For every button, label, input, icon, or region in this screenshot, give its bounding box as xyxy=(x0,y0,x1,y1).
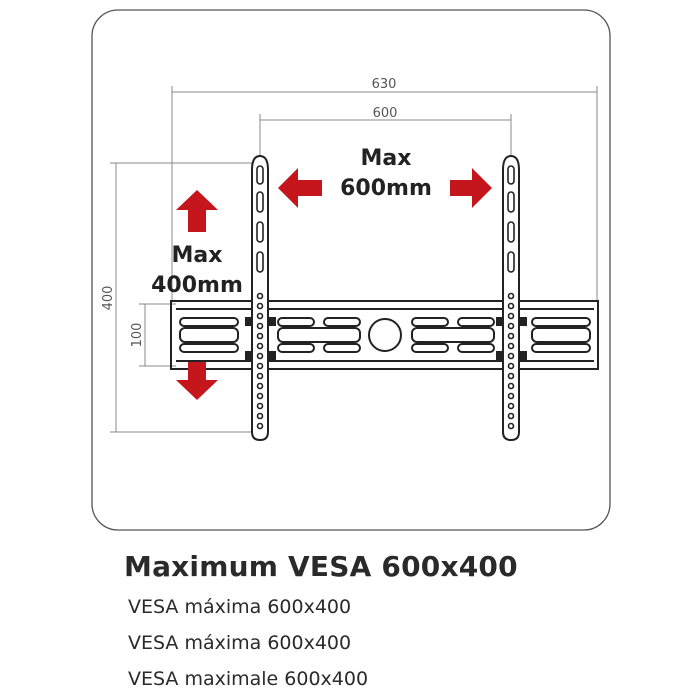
dimension-630 xyxy=(171,86,598,300)
dimension-400-label: 400 xyxy=(101,286,116,311)
plate-screws xyxy=(245,317,527,360)
arrow-right-icon xyxy=(450,168,492,208)
arrow-down-icon xyxy=(176,362,218,400)
dimension-400 xyxy=(110,162,252,433)
horizontal-max-label-line1: Max xyxy=(361,146,412,171)
vertical-max-label-line2: 400mm xyxy=(151,273,243,298)
wall-plate xyxy=(170,300,599,370)
horizontal-max-label-line2: 600mm xyxy=(340,176,432,201)
dimension-100 xyxy=(139,303,176,367)
vertical-max-label-line1: Max xyxy=(172,243,223,268)
diagram-frame xyxy=(91,9,611,531)
dimension-630-label: 630 xyxy=(372,77,397,92)
arrow-left-icon xyxy=(278,168,322,208)
right-arm-slots xyxy=(507,165,515,430)
caption-line-1: VESA máxima 600x400 xyxy=(128,596,352,618)
caption-line-2: VESA máxima 600x400 xyxy=(128,632,352,654)
dimension-600-label: 600 xyxy=(373,106,398,121)
dimension-100-label: 100 xyxy=(130,323,145,348)
arrow-up-icon xyxy=(176,190,218,232)
left-arm-slots xyxy=(256,165,264,430)
caption-title: Maximum VESA 600x400 xyxy=(124,550,518,583)
caption-line-3: VESA maximale 600x400 xyxy=(128,668,369,690)
dimension-600 xyxy=(259,114,512,158)
